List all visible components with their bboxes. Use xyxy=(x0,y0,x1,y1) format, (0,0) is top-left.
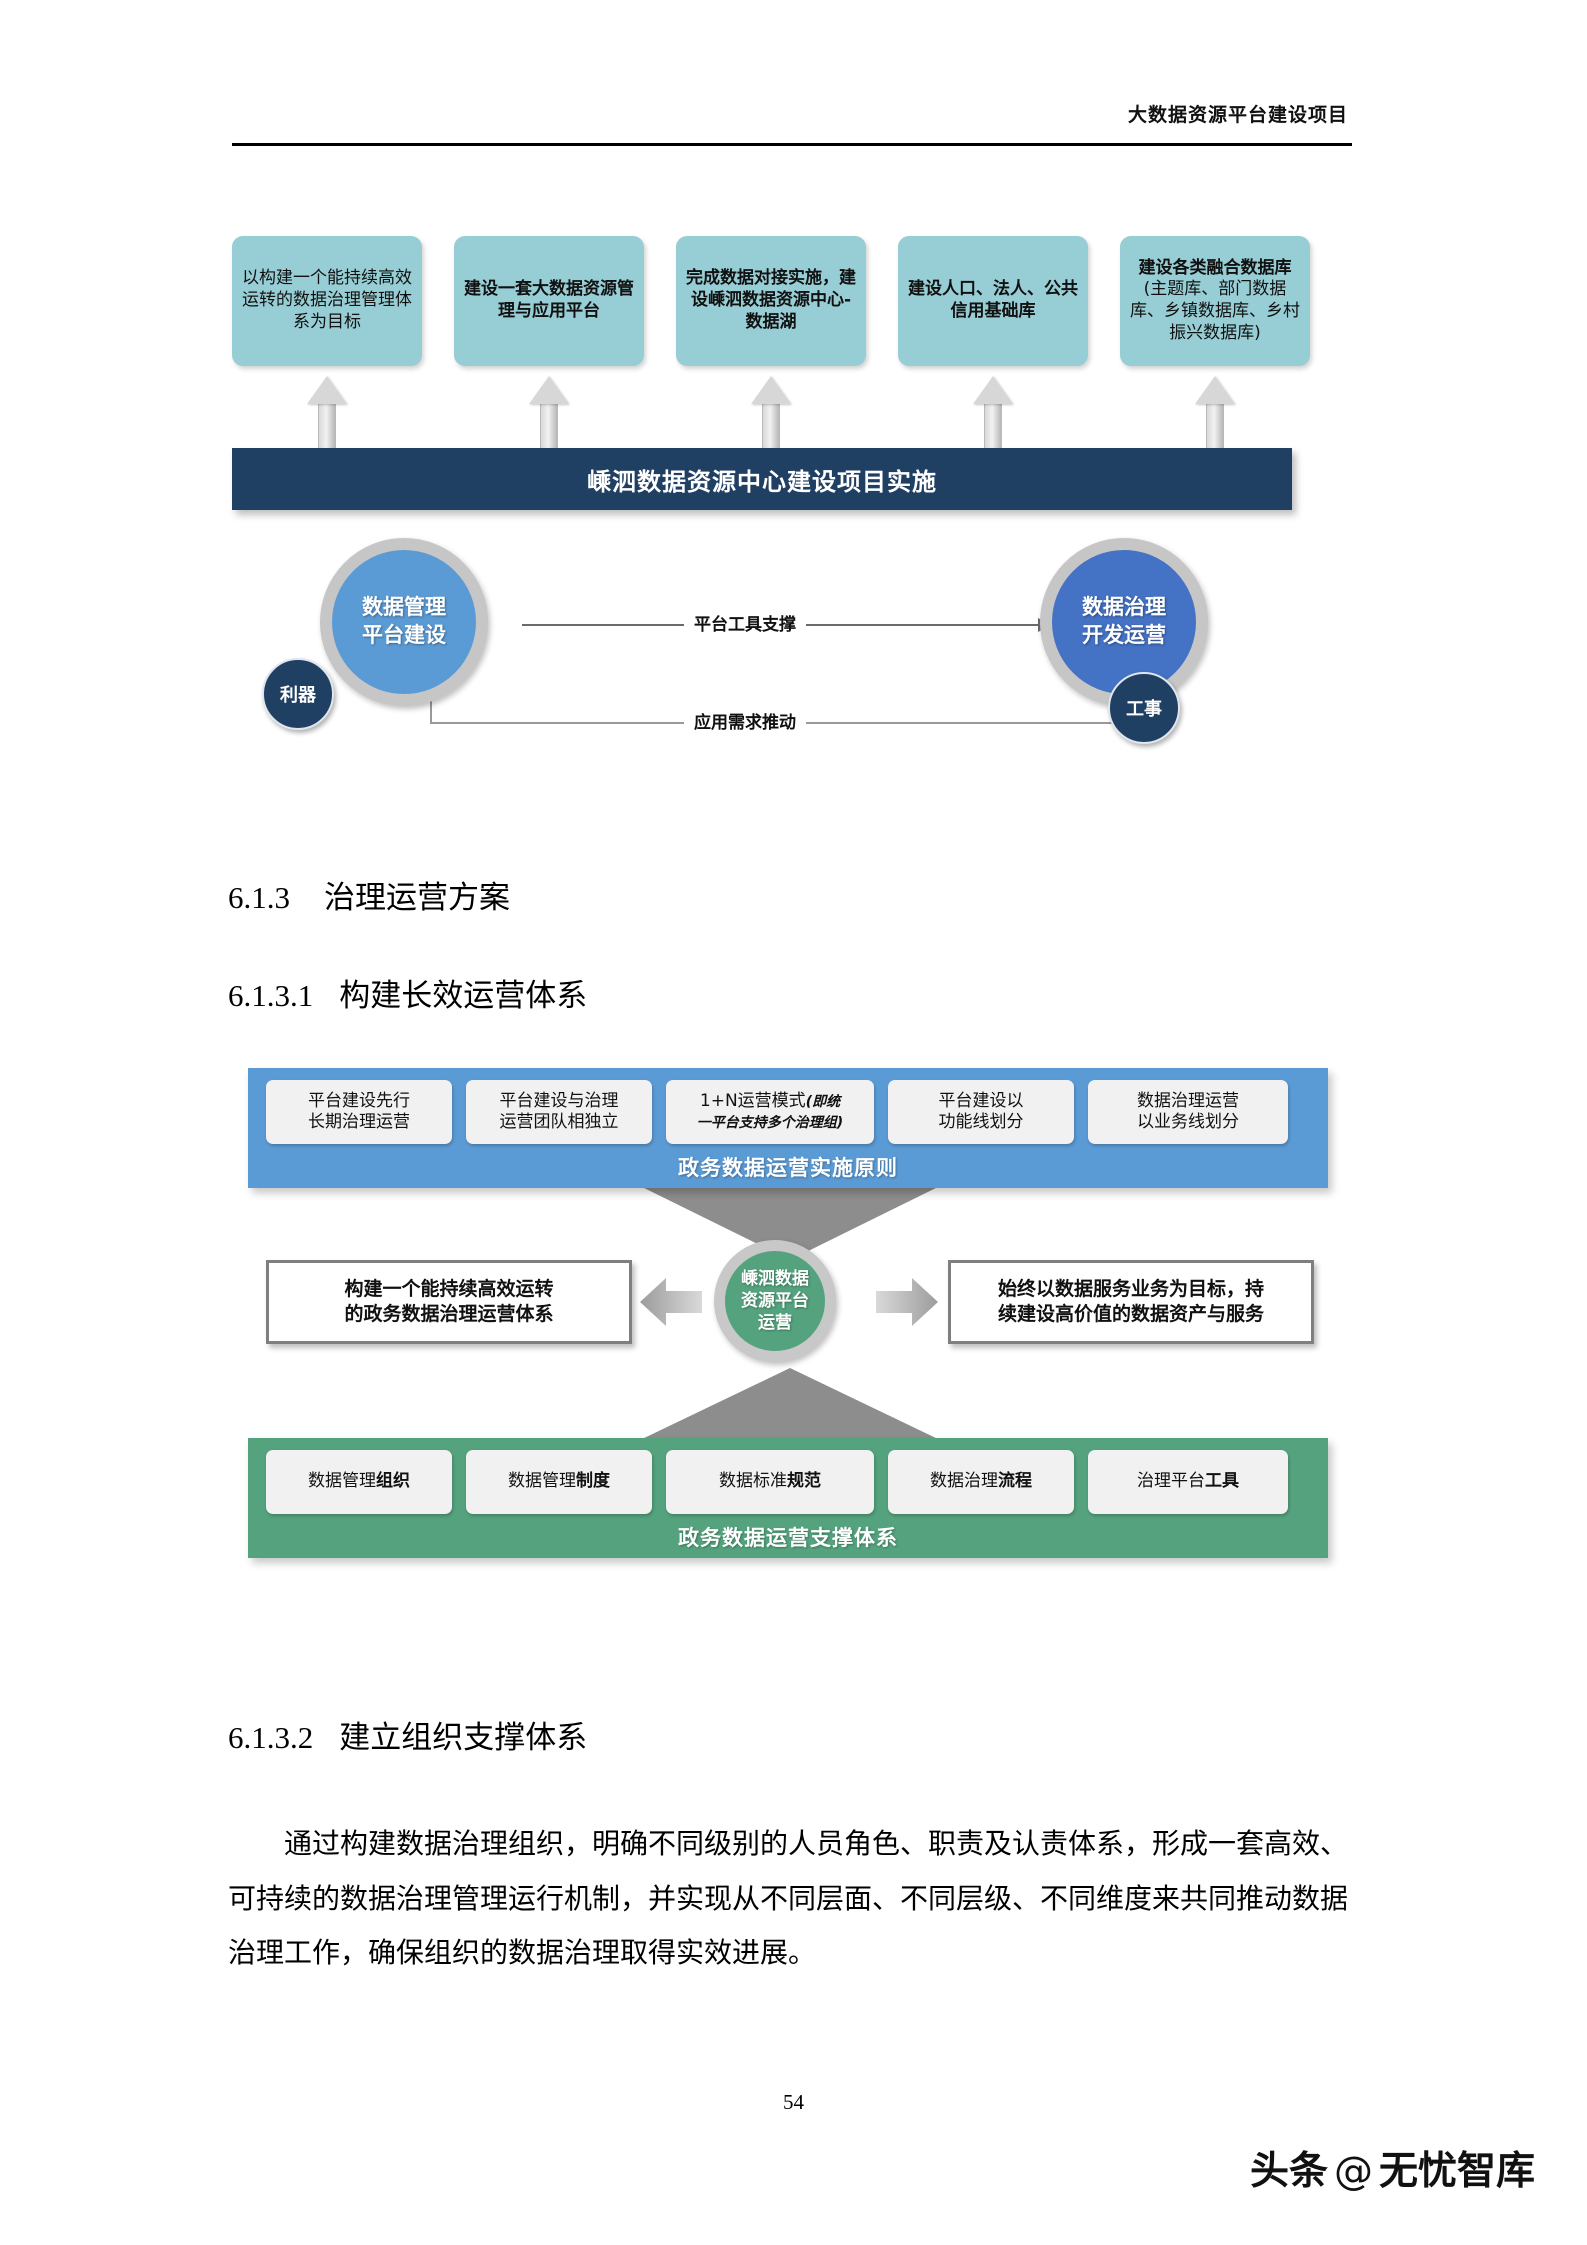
goal-statement-left-label: 构建一个能持续高效运转的政务数据治理运营体系 xyxy=(344,1278,554,1325)
circle-data-management-platform: 数据管理 平台建设 xyxy=(320,538,488,706)
support-chip-3-label: 数据标准规范 xyxy=(719,1471,821,1492)
connector-bottom-label: 应用需求推动 xyxy=(684,708,806,733)
principle-chip-5: 数据治理运营以业务线划分 xyxy=(1088,1080,1288,1144)
goal-box-2: 建设一套大数据资源管理与应用平台 xyxy=(454,236,644,366)
principle-chip-1: 平台建设先行长期治理运营 xyxy=(266,1080,452,1144)
green-band-label: 政务数据运营支撑体系 xyxy=(678,1526,898,1550)
center-circle-line1: 嵊泗数据 xyxy=(741,1268,809,1289)
goal-box-4: 建设人口、法人、公共信用基础库 xyxy=(898,236,1088,366)
support-chip-3: 数据标准规范 xyxy=(666,1450,874,1514)
left-arrow-icon xyxy=(640,1274,702,1330)
principle-chip-2-label: 平台建设与治理运营团队相独立 xyxy=(499,1090,619,1132)
goal-box-1: 以构建一个能持续高效运转的数据治理管理体系为目标 xyxy=(232,236,422,366)
circle-right-line1: 数据治理 xyxy=(1082,595,1166,620)
funnel-wedge-up-icon xyxy=(640,1368,940,1440)
goal-box-5-bold: 建设各类融合数据库 xyxy=(1138,257,1292,278)
up-arrow-icon-3 xyxy=(751,376,791,450)
support-chip-4-label: 数据治理流程 xyxy=(930,1471,1032,1492)
center-circle-line2: 资源平台 xyxy=(741,1290,809,1311)
support-chip-4: 数据治理流程 xyxy=(888,1450,1074,1514)
support-chip-2-label: 数据管理制度 xyxy=(508,1471,610,1492)
principle-chip-3-label: 1+N运营模式(即统一平台支持多个治理组) xyxy=(696,1090,844,1131)
up-arrow-icon-2 xyxy=(529,376,569,450)
circle-relationship-group: 数据管理 平台建设 利器 数据治理 开发运营 工事 平台工具支撑 应用需求推动 xyxy=(232,526,1352,806)
goal-box-3-label: 完成数据对接实施，建设嵊泗数据资源中心-数据湖 xyxy=(686,268,856,332)
circle-left-line1: 数据管理 xyxy=(362,595,446,620)
circle-right-line2: 开发运营 xyxy=(1082,623,1166,647)
header-title: 大数据资源平台建设项目 xyxy=(1127,104,1348,126)
header-rule xyxy=(232,143,1352,146)
project-banner: 嵊泗数据资源中心建设项目实施 xyxy=(232,448,1292,510)
heading-6-1-3-2-text: 建立组织支撑体系 xyxy=(339,1720,588,1755)
badge-gongshi: 工事 xyxy=(1108,672,1180,744)
watermark-at: @ xyxy=(1333,2149,1373,2194)
green-support-band: 数据管理组织 数据管理制度 数据标准规范 数据治理流程 治理平台工具 政务数据运… xyxy=(248,1438,1328,1558)
center-circle-platform-operation: 嵊泗数据 资源平台 运营 xyxy=(714,1240,836,1362)
heading-6-1-3-1: 6.1.3.1 构建长效运营体系 xyxy=(228,970,587,1015)
goal-statement-left: 构建一个能持续高效运转的政务数据治理运营体系 xyxy=(266,1260,632,1344)
heading-6-1-3-1-text: 构建长效运营体系 xyxy=(339,978,588,1013)
principle-chip-5-label: 数据治理运营以业务线划分 xyxy=(1137,1090,1239,1132)
principle-chip-4: 平台建设以功能线划分 xyxy=(888,1080,1074,1144)
running-header: 大数据资源平台建设项目 xyxy=(232,100,1352,158)
heading-6-1-3: 6.1.3 治理运营方案 xyxy=(228,872,510,917)
goal-box-3: 完成数据对接实施，建设嵊泗数据资源中心-数据湖 xyxy=(676,236,866,366)
principle-chip-1-label: 平台建设先行长期治理运营 xyxy=(308,1090,410,1132)
heading-6-1-3-number: 6.1.3 xyxy=(228,880,290,915)
heading-6-1-3-1-number: 6.1.3.1 xyxy=(228,978,314,1013)
goal-box-row: 以构建一个能持续高效运转的数据治理管理体系为目标 建设一套大数据资源管理与应用平… xyxy=(232,236,1352,366)
goal-box-5: 建设各类融合数据库(主题库、部门数据库、乡镇数据库、乡村振兴数据库) xyxy=(1120,236,1310,366)
goal-box-1-label: 以构建一个能持续高效运转的数据治理管理体系为目标 xyxy=(242,268,412,332)
principle-chip-3: 1+N运营模式(即统一平台支持多个治理组) xyxy=(666,1080,874,1144)
heading-6-1-3-text: 治理运营方案 xyxy=(324,880,510,915)
goal-statement-right: 始终以数据服务业务为目标，持续建设高价值的数据资产与服务 xyxy=(948,1260,1314,1344)
badge-liqi: 利器 xyxy=(262,658,334,730)
support-chip-1: 数据管理组织 xyxy=(266,1450,452,1514)
page-number: 54 xyxy=(783,2090,804,2114)
goal-box-4-label: 建设人口、法人、公共信用基础库 xyxy=(908,279,1078,321)
figure-long-term-operation-system: 平台建设先行长期治理运营 平台建设与治理运营团队相独立 1+N运营模式(即统一平… xyxy=(248,1068,1348,1668)
circle-left-line2: 平台建设 xyxy=(362,623,446,647)
right-arrow-icon xyxy=(876,1274,938,1330)
up-arrow-icon-1 xyxy=(307,376,347,450)
goal-box-2-label: 建设一套大数据资源管理与应用平台 xyxy=(464,279,634,321)
support-chip-1-label: 数据管理组织 xyxy=(308,1471,410,1492)
connector-top-label: 平台工具支撑 xyxy=(684,610,806,635)
blue-principles-band: 平台建设先行长期治理运营 平台建设与治理运营团队相独立 1+N运营模式(即统一平… xyxy=(248,1068,1328,1188)
principle-chip-2: 平台建设与治理运营团队相独立 xyxy=(466,1080,652,1144)
watermark-right: 无忧智库 xyxy=(1378,2149,1535,2194)
support-chip-5-label: 治理平台工具 xyxy=(1137,1471,1239,1492)
up-arrow-icon-4 xyxy=(973,376,1013,450)
body-paragraph: 通过构建数据治理组织，明确不同级别的人员角色、职责及认责体系，形成一套高效、可持… xyxy=(228,1829,1349,1970)
principle-chip-4-label: 平台建设以功能线划分 xyxy=(938,1090,1024,1132)
support-chip-2: 数据管理制度 xyxy=(466,1450,652,1514)
heading-6-1-3-2-number: 6.1.3.2 xyxy=(228,1720,314,1755)
goal-box-5-normal: (主题库、部门数据库、乡镇数据库、乡村振兴数据库) xyxy=(1130,279,1300,343)
center-circle-line3: 运营 xyxy=(758,1313,792,1334)
heading-6-1-3-2: 6.1.3.2 建立组织支撑体系 xyxy=(228,1712,587,1757)
goal-statement-right-label: 始终以数据服务业务为目标，持续建设高价值的数据资产与服务 xyxy=(997,1278,1264,1325)
goal-box-5-label: 建设各类融合数据库(主题库、部门数据库、乡镇数据库、乡村振兴数据库) xyxy=(1128,258,1302,345)
figure-project-implementation: 以构建一个能持续高效运转的数据治理管理体系为目标 建设一套大数据资源管理与应用平… xyxy=(232,236,1352,836)
watermark-left: 头条 xyxy=(1249,2149,1328,2194)
connector-bottom-left-riser xyxy=(430,684,432,724)
up-arrow-icon-5 xyxy=(1195,376,1235,450)
watermark: 头条@无忧智库 xyxy=(1250,2140,1535,2196)
support-chip-5: 治理平台工具 xyxy=(1088,1450,1288,1514)
blue-band-label: 政务数据运营实施原则 xyxy=(678,1156,898,1180)
